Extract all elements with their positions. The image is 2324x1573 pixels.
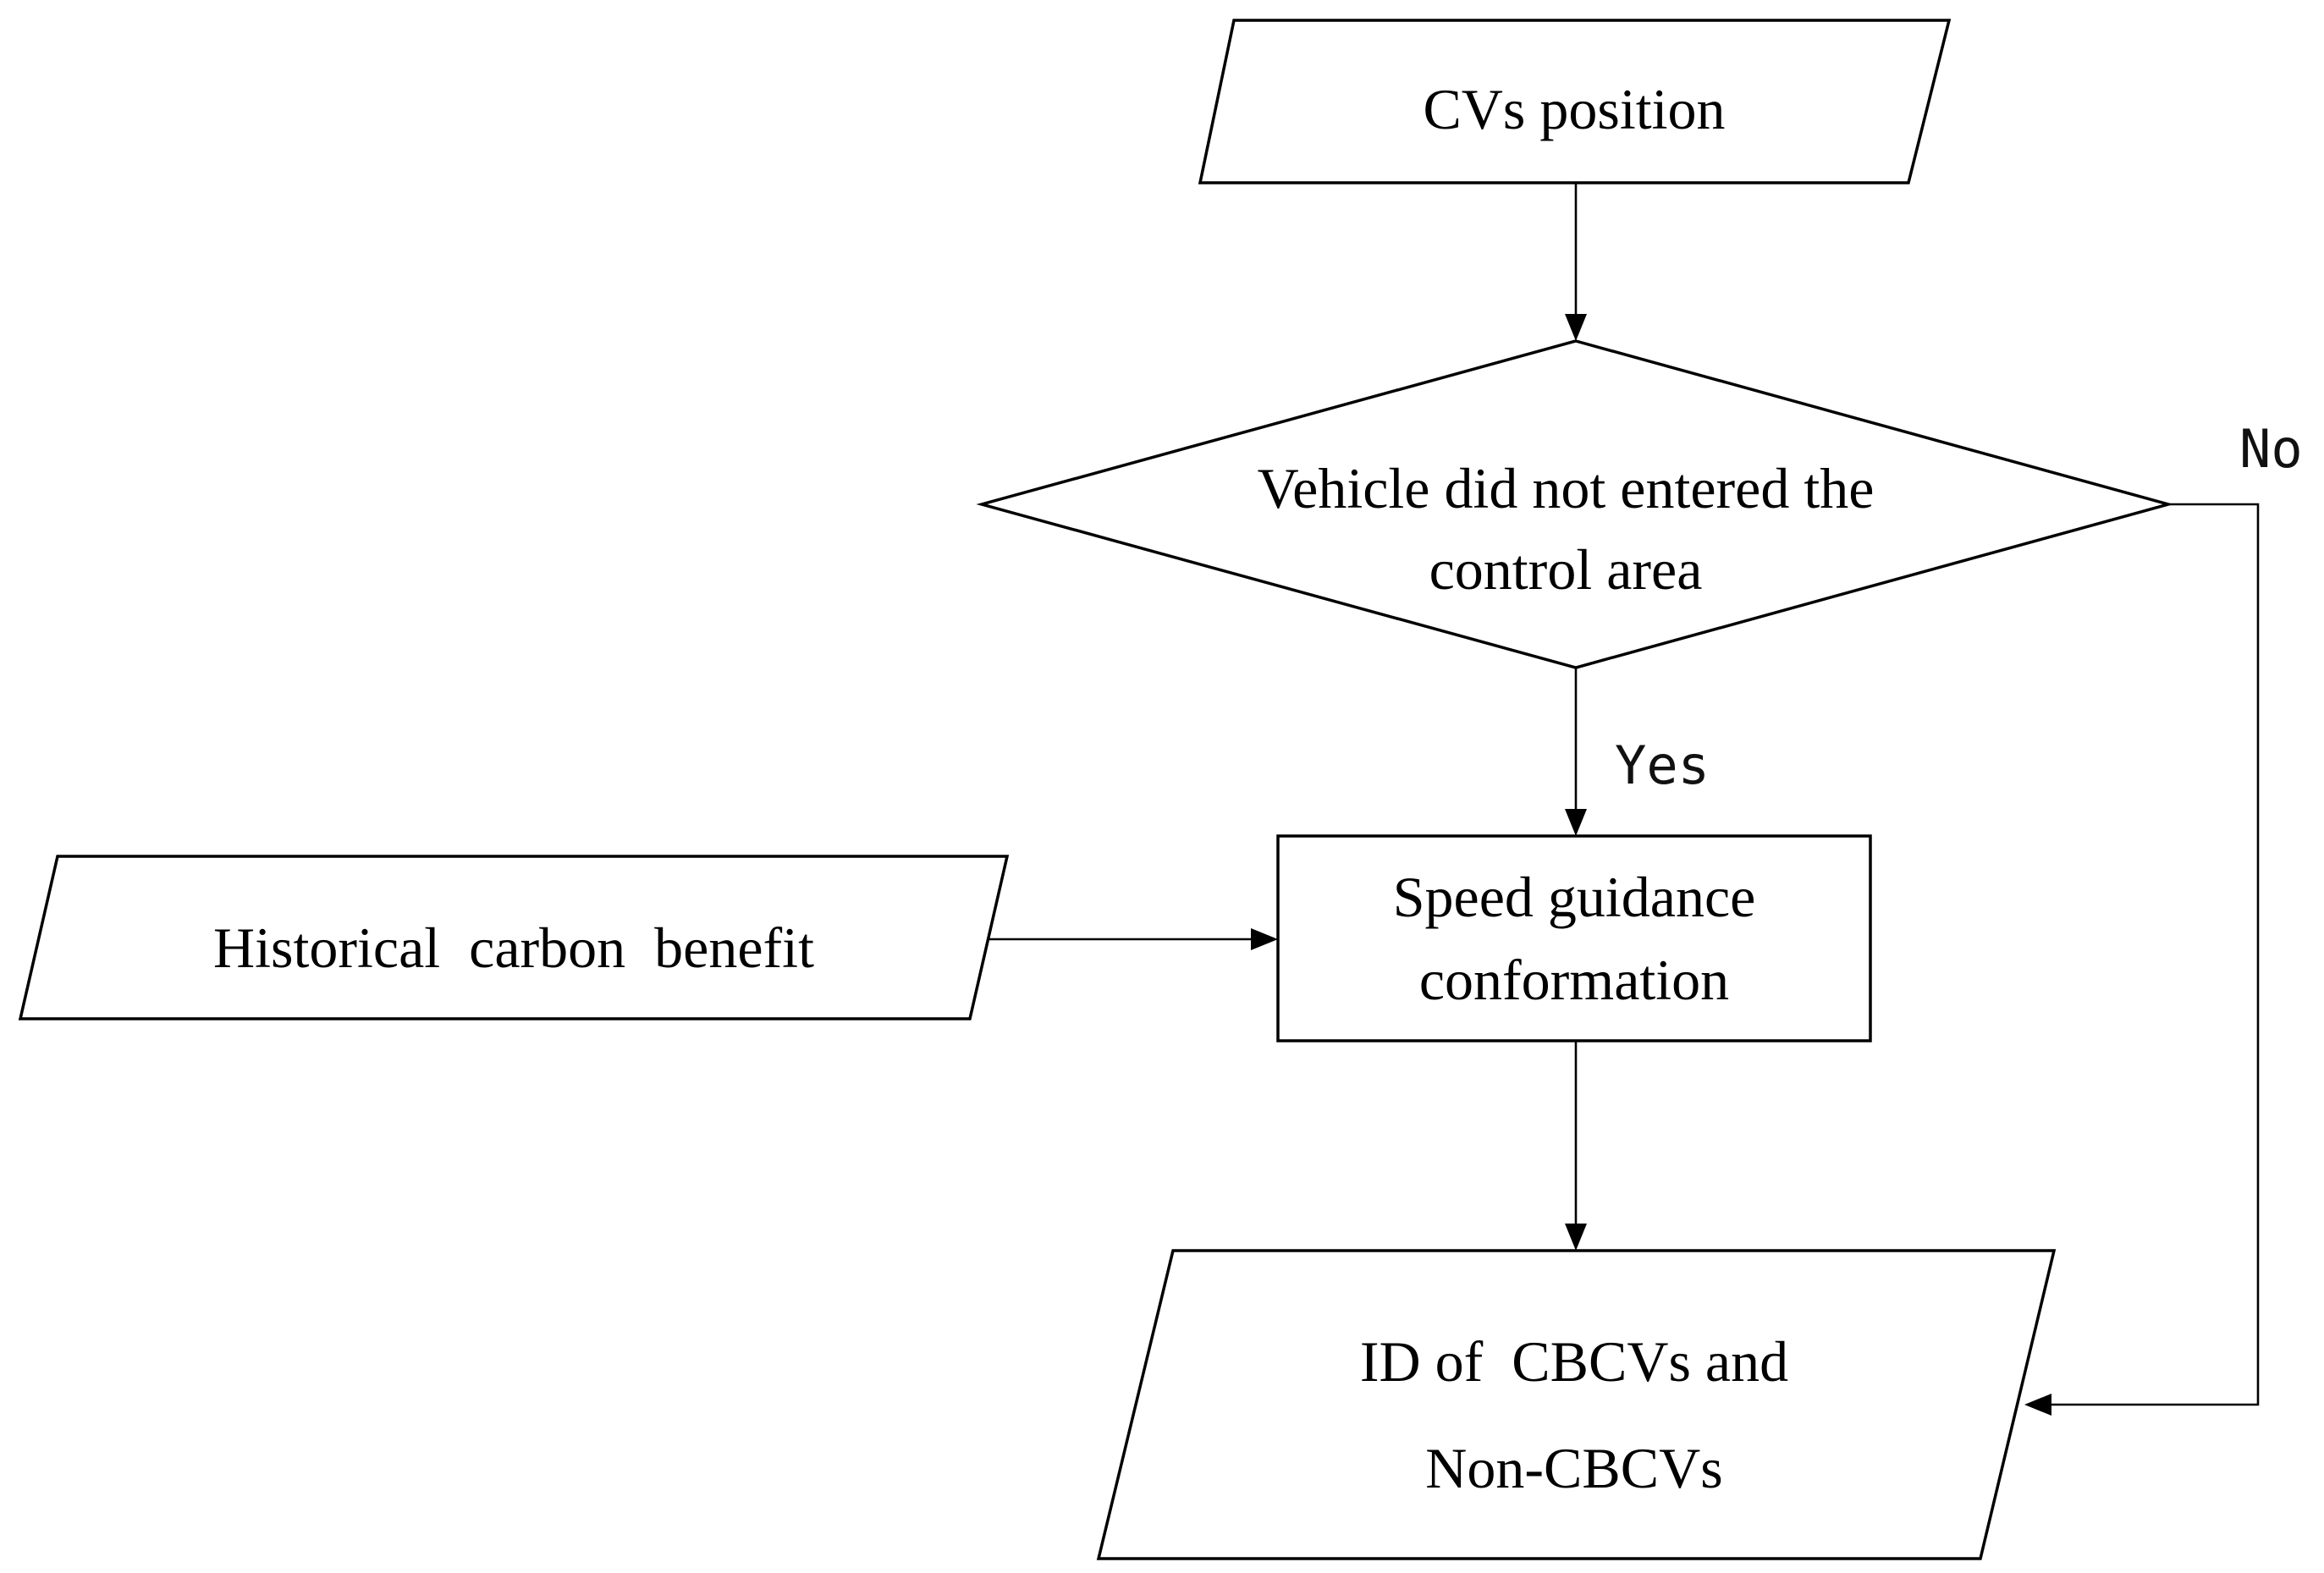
cvs-position-label: CVs position: [1423, 77, 1725, 141]
historical-carbon-label: Historical carbon benefit: [213, 916, 814, 980]
id-output-label-line-2: Non-CBCVs: [1425, 1436, 1722, 1500]
node-speed-guidance: Speed guidance conformation: [1276, 834, 1872, 1042]
edge-decision-to-speed-guidance: Yes: [1565, 668, 1710, 836]
speed-guidance-label-line-1: Speed guidance: [1393, 865, 1756, 929]
speed-guidance-shape: [1276, 834, 1872, 1042]
arrowhead: [1251, 928, 1278, 950]
edge-cvs-to-decision: [1565, 183, 1587, 341]
arrowhead: [1565, 809, 1587, 836]
arrowhead: [1565, 1224, 1587, 1251]
edge-historical-to-speed-guidance: [989, 928, 1278, 950]
edge-label-yes: Yes: [1615, 734, 1710, 796]
speed-guidance-label-line-2: conformation: [1419, 948, 1729, 1012]
cvs-position-shape: [1198, 19, 1952, 184]
arrowhead: [1565, 314, 1587, 341]
node-cvs-position: CVs position: [1198, 19, 1952, 184]
edge-decision-to-id-output: No: [2024, 418, 2303, 1416]
historical-carbon-shape: [18, 855, 1010, 1020]
node-id-output: ID of CBCVs and Non-CBCVs: [1096, 1249, 2057, 1560]
node-decision: Vehicle did not entered the control area: [976, 339, 2174, 669]
decision-label-line-1: Vehicle did not entered the: [1258, 456, 1875, 520]
node-historical-carbon: Historical carbon benefit: [18, 855, 1010, 1020]
arrowhead: [2024, 1394, 2051, 1416]
id-output-shape: [1096, 1249, 2057, 1560]
id-output-label-line-1: ID of CBCVs and: [1360, 1329, 1788, 1394]
edge-speed-guidance-to-id-output: [1565, 1041, 1587, 1251]
edge-label-no: No: [2239, 418, 2303, 480]
decision-label-line-2: control area: [1429, 537, 1703, 602]
